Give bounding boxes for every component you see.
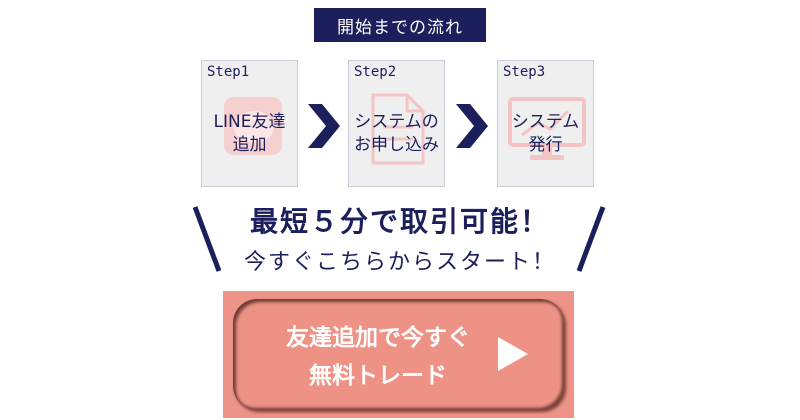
chevron-right-icon — [308, 104, 340, 148]
right-slash-decoration — [576, 206, 606, 272]
section-title: 開始までの流れ — [314, 8, 486, 42]
add-friend-free-trade-button[interactable]: 友達追加で今すぐ 無料トレード — [233, 299, 564, 410]
line-app-icon — [224, 97, 282, 155]
step-text: システム 発行 — [511, 112, 580, 155]
step-card-1: Step1 LINE友達 追加 — [201, 60, 298, 187]
step-label: Step3 — [503, 64, 546, 80]
step-text: LINE友達 追加 — [213, 112, 286, 155]
step-card-2: Step2 システムの お申し込み — [348, 60, 445, 187]
step-label: Step1 — [207, 64, 250, 80]
step-text: システムの お申し込み — [354, 112, 439, 155]
step-card-3: Step3 システム 発行 — [497, 60, 594, 187]
monitor-chart-icon — [508, 97, 586, 160]
document-icon — [371, 93, 425, 165]
step-label: Step2 — [354, 64, 397, 80]
headline-secondary: 今すぐこちらからスタート！ — [243, 250, 556, 275]
chevron-right-icon — [456, 104, 488, 148]
headline-primary: 最短５分で取引可能！ — [249, 205, 550, 238]
cta-panel: 友達追加で今すぐ 無料トレード — [223, 291, 574, 418]
play-icon — [498, 337, 528, 371]
left-slash-decoration — [192, 206, 222, 272]
cta-label: 友達追加で今すぐ 無料トレード — [286, 324, 470, 389]
